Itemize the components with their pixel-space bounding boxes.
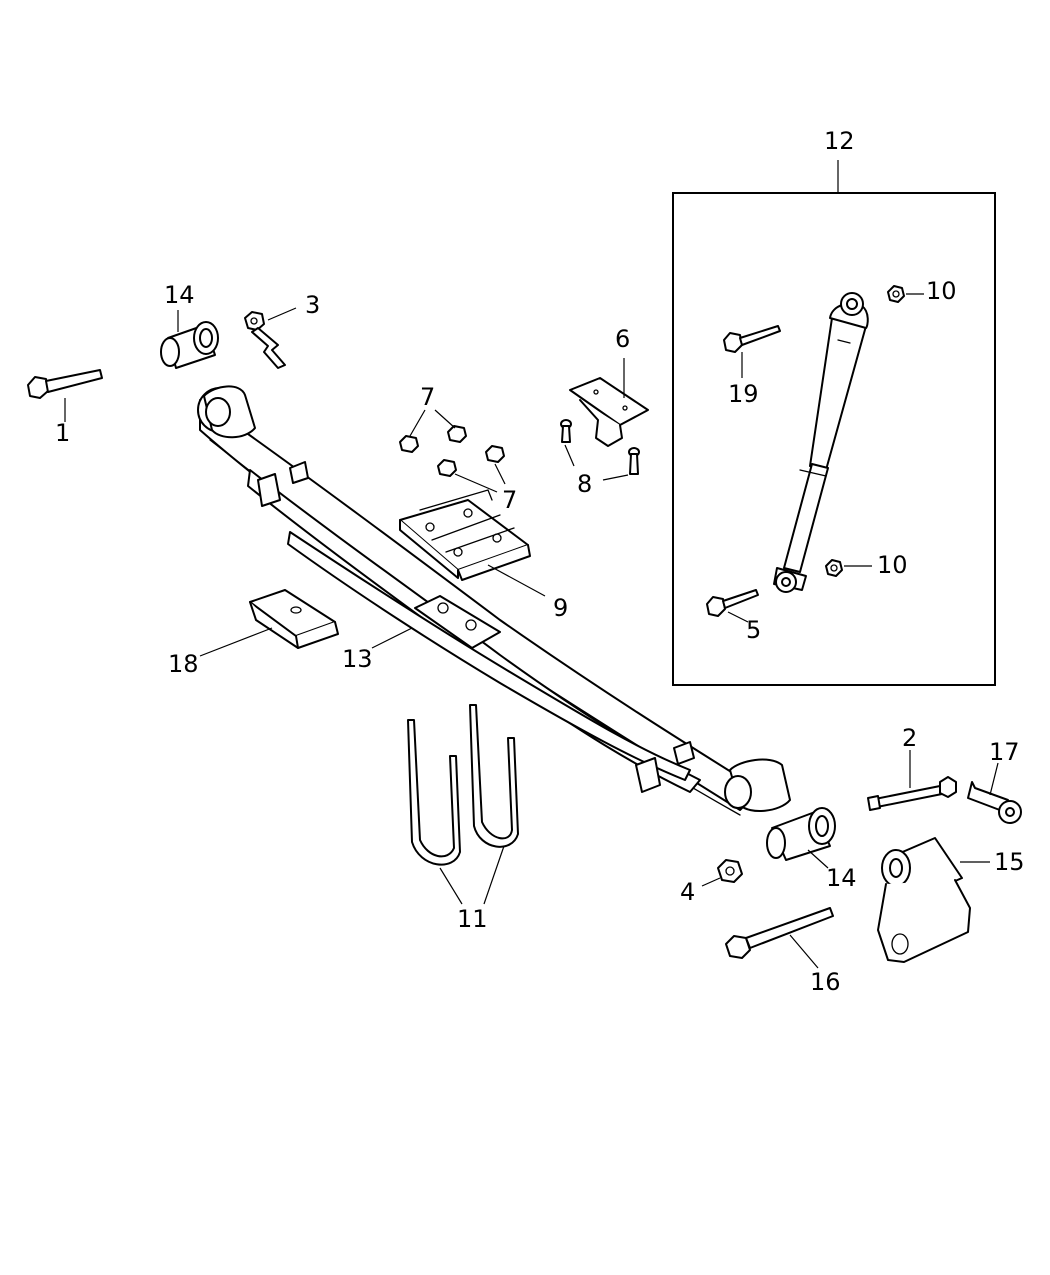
- shackle-15: [877, 837, 990, 963]
- bracket-6: [569, 358, 649, 447]
- nuts-7: [399, 409, 506, 493]
- callout-2: 2: [902, 724, 917, 752]
- callout-9: 9: [553, 594, 568, 622]
- callout-13: 13: [342, 645, 373, 673]
- callout-8: 8: [577, 470, 592, 498]
- callout-14-front: 14: [164, 281, 195, 309]
- callout-6: 6: [615, 325, 630, 353]
- callout-3: 3: [305, 291, 320, 319]
- nut-10-bottom: [825, 559, 872, 577]
- bolt-5: [706, 589, 759, 623]
- callout-12: 12: [824, 127, 855, 155]
- callout-10-bottom: 10: [877, 551, 908, 579]
- bracket-3: [244, 307, 297, 369]
- callout-15: 15: [994, 848, 1025, 876]
- callout-10-top: 10: [926, 277, 957, 305]
- callout-16: 16: [810, 968, 841, 996]
- callout-4: 4: [680, 878, 695, 906]
- callout-7-top: 7: [420, 383, 435, 411]
- nut-4: [701, 859, 743, 887]
- callout-18: 18: [168, 650, 199, 678]
- callout-5: 5: [746, 616, 761, 644]
- leaf-spring: [197, 385, 791, 816]
- bolt-16: [725, 907, 834, 969]
- nut-10-top: [887, 285, 924, 303]
- spring-plate-9: [399, 489, 546, 597]
- bracket-17: [967, 762, 1022, 824]
- bolt-2: [867, 750, 957, 811]
- bolt-1: [27, 369, 103, 422]
- u-bolts-11: [407, 704, 519, 905]
- shock-absorber: [773, 292, 869, 593]
- callout-19: 19: [728, 380, 759, 408]
- callout-14-rear: 14: [826, 864, 857, 892]
- wedge-18: [199, 589, 339, 657]
- callout-labels: 1 2 3 4 5 6 7 7 8 9 10 10 11 12 13 14 14…: [55, 127, 1025, 996]
- bolts-8: [560, 419, 640, 481]
- callout-1: 1: [55, 419, 70, 447]
- callout-7-bottom: 7: [502, 486, 517, 514]
- shock-absorber-inset: [672, 160, 996, 686]
- bolt-19: [723, 325, 781, 378]
- callout-11: 11: [457, 905, 488, 933]
- callout-17: 17: [989, 738, 1020, 766]
- bushing-14-rear: [766, 807, 836, 869]
- bushing-14-front: [160, 310, 219, 369]
